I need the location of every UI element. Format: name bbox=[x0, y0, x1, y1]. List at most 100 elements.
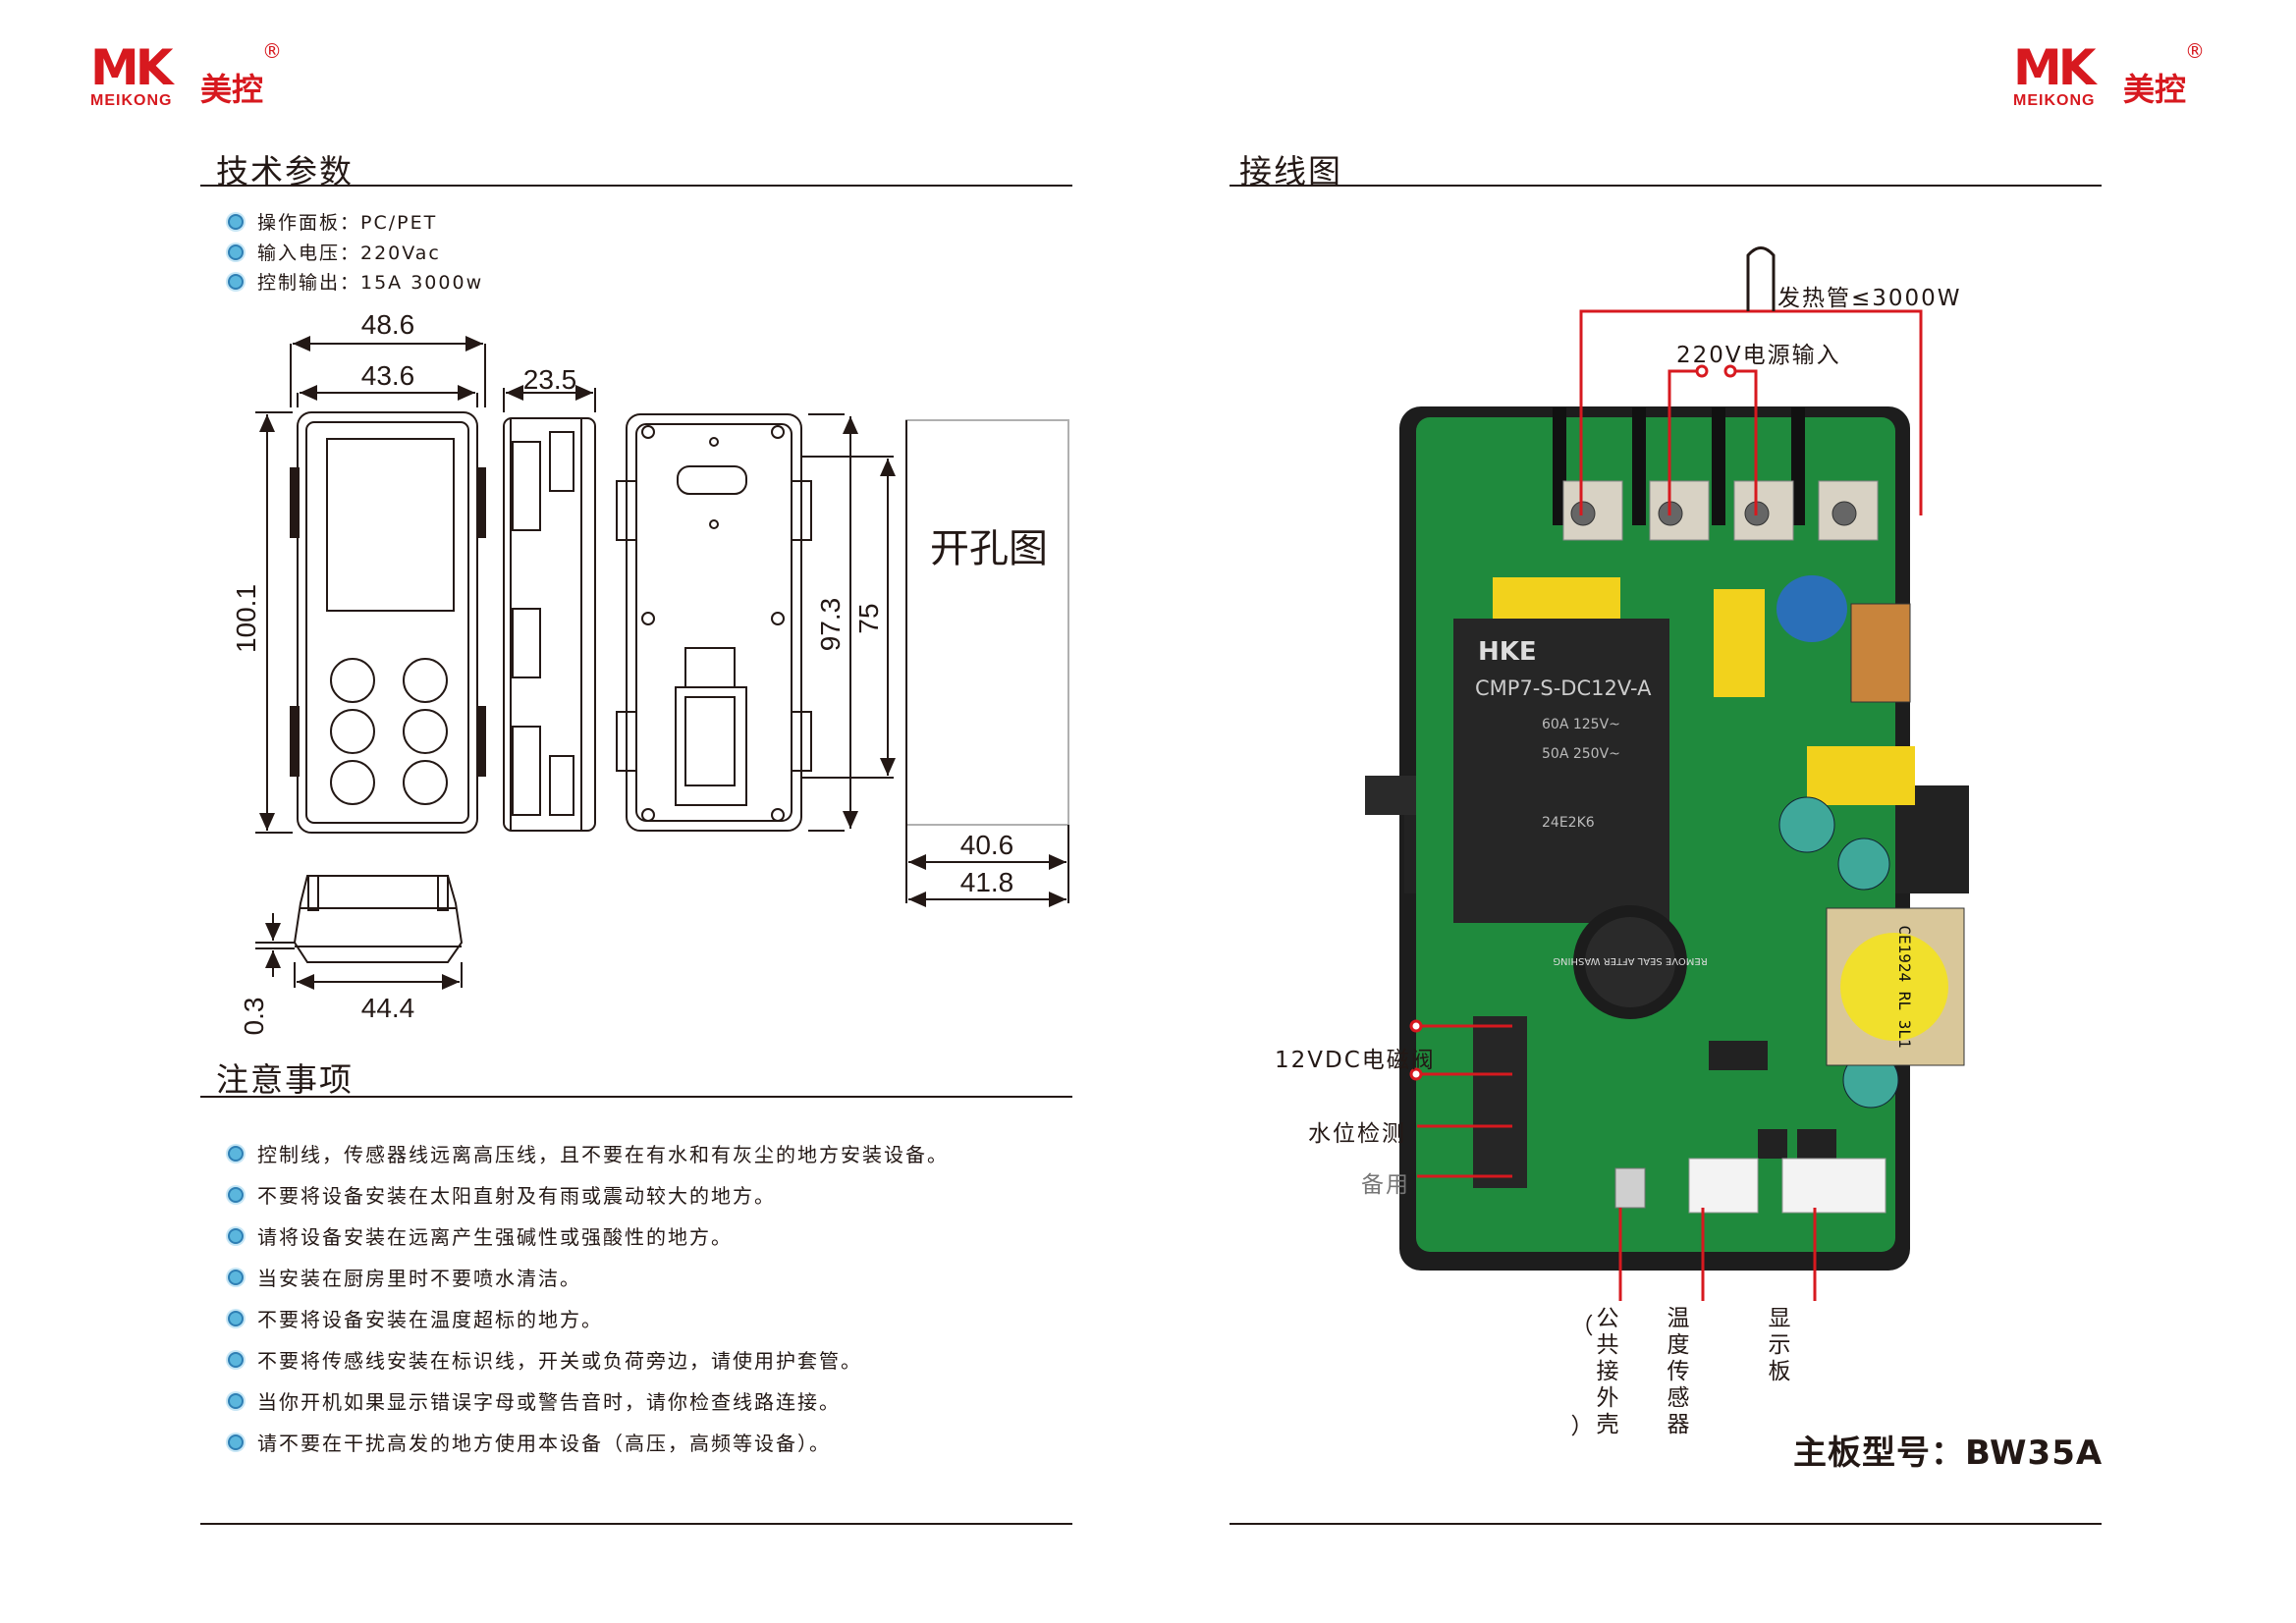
bullet-dot-icon bbox=[228, 1351, 244, 1368]
note-item: 当你开机如果显示错误字母或警告音时，请你检查线路连接。 bbox=[228, 1386, 841, 1415]
brand-logo-left: MK MEIKONG 美控 ® bbox=[90, 39, 297, 122]
dim-bottom-width: 44.4 bbox=[361, 993, 415, 1023]
registered-mark: ® bbox=[2185, 39, 2205, 63]
ic-chip bbox=[1709, 1041, 1768, 1070]
bullet-dot-icon bbox=[228, 273, 244, 290]
dim-back-height-outer: 97.3 bbox=[815, 598, 846, 652]
svg-text:24E2K6: 24E2K6 bbox=[1542, 815, 1595, 831]
button-circle bbox=[330, 760, 375, 805]
wiring-title: 接线图 bbox=[1239, 152, 1342, 190]
logo-mark: MK bbox=[2013, 39, 2096, 96]
spare-label: 备用 bbox=[1361, 1172, 1410, 1198]
capacitor bbox=[1493, 577, 1620, 624]
dim-front-height: 100.1 bbox=[231, 584, 261, 653]
cutout-label: 开孔图 bbox=[930, 526, 1048, 571]
note-item: 不要将设备安装在温度超标的地方。 bbox=[228, 1304, 603, 1332]
bullet-dot-icon bbox=[228, 1227, 244, 1244]
spec-item: 控制输出：15A 3000w bbox=[228, 268, 483, 295]
common-paren-close: ） bbox=[1570, 1414, 1594, 1439]
specs-title-rule bbox=[200, 185, 1072, 187]
logo-mark: MK bbox=[90, 39, 173, 96]
note-item: 不要将设备安装在太阳直射及有雨或震动较大的地方。 bbox=[228, 1180, 776, 1209]
spec-item: 输入电压：220Vac bbox=[228, 239, 441, 265]
bullet-dot-icon bbox=[228, 1186, 244, 1203]
electrolytic-capacitor bbox=[1778, 796, 1835, 853]
dim-front-width-outer: 48.6 bbox=[361, 309, 415, 340]
dim-front-width-inner: 43.6 bbox=[361, 360, 415, 391]
spec-item: 操作面板：PC/PET bbox=[228, 208, 437, 235]
bottom-view-outline bbox=[293, 875, 464, 963]
front-view-screen bbox=[326, 438, 455, 612]
note-item: 不要将传感线安装在标识线，开关或负荷旁边，请使用护套管。 bbox=[228, 1345, 862, 1374]
svg-text:CE1924 RL 3L1: CE1924 RL 3L1 bbox=[1895, 925, 1914, 1048]
notes-title: 注意事项 bbox=[216, 1060, 354, 1099]
dim-cutout-inner: 40.6 bbox=[960, 830, 1014, 860]
common-ground-label: 公共接外壳 bbox=[1596, 1306, 1619, 1437]
heater-loop bbox=[1746, 246, 1776, 311]
dimension-drawing: 48.6 43.6 23.5 100.1 97.3 75 开孔图 40.6 41… bbox=[231, 309, 1069, 1036]
bullet-dot-icon bbox=[228, 1145, 244, 1162]
valve-label: 12VDC电磁阀 bbox=[1275, 1048, 1436, 1073]
inductor bbox=[1850, 603, 1911, 703]
side-view-outline bbox=[503, 417, 596, 832]
temp-connector bbox=[1688, 1158, 1759, 1214]
buzzer: REMOVE SEAL AFTER WASHING bbox=[1553, 905, 1708, 1019]
bullet-dot-icon bbox=[228, 1310, 244, 1326]
dim-bottom-offset: 0.3 bbox=[239, 998, 269, 1036]
logo-chinese: 美控 bbox=[200, 71, 264, 108]
ic-chip bbox=[1797, 1129, 1836, 1159]
capacitor bbox=[1807, 746, 1915, 805]
heater-label: 发热管≤3000W bbox=[1777, 286, 1962, 311]
note-item: 请将设备安装在远离产生强碱性或强酸性的地方。 bbox=[228, 1221, 733, 1250]
notes-title-rule bbox=[200, 1096, 1072, 1098]
button-circle bbox=[403, 709, 448, 754]
bullet-dot-icon bbox=[228, 1434, 244, 1450]
note-item: 请不要在干扰高发的地方使用本设备（高压，高频等设备）。 bbox=[228, 1428, 831, 1456]
bullet-dot-icon bbox=[228, 1269, 244, 1285]
cutout-outline bbox=[905, 419, 1069, 826]
pcb-illustration: HKE CMP7-S-DC12V-A 60A 125V~ 50A 250V~ 2… bbox=[1365, 246, 1969, 1301]
capacitor bbox=[1714, 589, 1765, 697]
button-circle bbox=[403, 658, 448, 703]
front-view-outline bbox=[297, 411, 478, 834]
water-level-label: 水位检测 bbox=[1308, 1121, 1406, 1147]
bullet-dot-icon bbox=[228, 213, 244, 230]
power-input-label: 220V电源输入 bbox=[1676, 343, 1841, 368]
logo-chinese: 美控 bbox=[2123, 71, 2187, 108]
dim-cutout-outer: 41.8 bbox=[960, 867, 1014, 897]
display-connector bbox=[1781, 1158, 1886, 1214]
common-terminal bbox=[1614, 1167, 1646, 1209]
disc-capacitor bbox=[1777, 575, 1847, 642]
transformer: CE1924 RL 3L1 bbox=[1826, 907, 1965, 1066]
button-circle bbox=[330, 658, 375, 703]
terminal-row bbox=[1553, 407, 1879, 541]
dim-back-height-inner: 75 bbox=[853, 603, 884, 633]
relay: HKE CMP7-S-DC12V-A 60A 125V~ 50A 250V~ 2… bbox=[1453, 619, 1669, 923]
logo-subtitle: MEIKONG bbox=[2013, 92, 2096, 109]
brand-logo-right: MK MEIKONG 美控 ® bbox=[2013, 39, 2219, 122]
wiring-title-rule bbox=[1230, 185, 2102, 187]
svg-text:REMOVE SEAL AFTER WASHING: REMOVE SEAL AFTER WASHING bbox=[1553, 955, 1707, 966]
left-footer-rule bbox=[200, 1523, 1072, 1525]
bullet-dot-icon bbox=[228, 1392, 244, 1409]
button-circle bbox=[403, 760, 448, 805]
note-item: 当安装在厨房里时不要喷水清洁。 bbox=[228, 1263, 581, 1291]
svg-text:60A 125V~: 60A 125V~ bbox=[1542, 717, 1620, 732]
dim-side-depth: 23.5 bbox=[523, 364, 577, 395]
back-view-outline bbox=[626, 413, 802, 832]
display-board-label: 显示板 bbox=[1768, 1306, 1791, 1384]
svg-text:HKE: HKE bbox=[1478, 637, 1537, 667]
note-item: 控制线，传感器线远离高压线，且不要在有水和有灰尘的地方安装设备。 bbox=[228, 1139, 949, 1167]
model-label: 主板型号：BW35A bbox=[1793, 1434, 2104, 1473]
button-circle bbox=[330, 709, 375, 754]
temp-sensor-label: 温度传感器 bbox=[1667, 1306, 1690, 1437]
svg-text:50A 250V~: 50A 250V~ bbox=[1542, 746, 1620, 762]
ic-chip bbox=[1758, 1129, 1787, 1159]
left-connectors bbox=[1473, 1016, 1527, 1188]
specs-title: 技术参数 bbox=[216, 152, 354, 190]
bullet-dot-icon bbox=[228, 243, 244, 260]
registered-mark: ® bbox=[262, 39, 282, 63]
logo-subtitle: MEIKONG bbox=[90, 92, 173, 109]
right-footer-rule bbox=[1230, 1523, 2102, 1525]
common-paren-open: （ bbox=[1570, 1314, 1594, 1339]
